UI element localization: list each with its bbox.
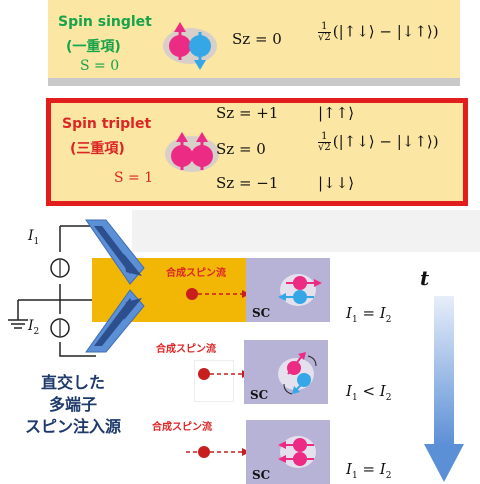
panel-1-spin-current-arrow (186, 288, 250, 300)
triplet-row-2-state-text: (|↑↓⟩ − |↓↑⟩) (332, 132, 439, 151)
panel-2-relation: I1 < I2 (346, 382, 392, 403)
singlet-state: 1√2(|↑↓⟩ − |↓↑⟩) (318, 22, 439, 43)
singlet-spin-pair-icon (163, 22, 217, 70)
panel-3-relation: I1 = I2 (346, 460, 392, 481)
panel-1-relation: I1 = I2 (346, 304, 392, 325)
triplet-frac-num: 1 (318, 132, 331, 143)
triplet-row-3-sz: Sz = −1 (216, 174, 279, 192)
panel-3-spin-current-arrow (186, 446, 250, 458)
injector-device (8, 225, 100, 357)
triplet-box (46, 98, 468, 206)
singlet-title: Spin singlet (58, 14, 152, 30)
current-I2-label: I2 (28, 318, 40, 337)
panel-2-label: 合成スピン流 (156, 344, 216, 355)
singlet-S-value: S = 0 (80, 58, 120, 74)
triplet-title: Spin triplet (62, 116, 152, 132)
triplet-S-value: S = 1 (114, 170, 154, 186)
triplet-row-2-state: 1√2(|↑↓⟩ − |↓↑⟩) (318, 132, 439, 153)
time-arrow-icon (424, 296, 464, 482)
triplet-frac-den: √2 (318, 142, 331, 153)
panel-2-pair-icon (278, 352, 317, 395)
time-label: t (420, 266, 430, 290)
triplet-kanji: (三重項) (70, 141, 125, 157)
panel-2-sc-label: SC (250, 388, 269, 402)
singlet-box (48, 0, 460, 86)
triplet-row-1-state: |↑↑⟩ (318, 104, 355, 122)
singlet-sz: Sz = 0 (232, 30, 282, 48)
singlet-frac-den: √2 (318, 32, 331, 43)
shadow-band (132, 210, 480, 252)
panel-1-sc-label: SC (252, 306, 271, 320)
singlet-frac-num: 1 (318, 22, 331, 33)
source-caption: 直交した 多端子 スピン注入源 (10, 372, 136, 438)
source-caption-line-2: 多端子 (48, 395, 97, 414)
singlet-state-text: (|↑↓⟩ − |↓↑⟩) (332, 22, 439, 41)
singlet-kanji: (一重項) (66, 39, 121, 55)
triplet-row-3-state: |↓↓⟩ (318, 174, 355, 192)
panel-1-pair-icon (278, 274, 322, 306)
panel-3-label: 合成スピン流 (152, 422, 212, 433)
source-caption-line-1: 直交した (40, 373, 105, 392)
panel-1-label: 合成スピン流 (166, 268, 226, 279)
current-I1-label: I1 (28, 228, 40, 247)
panel-2-channel-stub (194, 360, 234, 402)
panel-3-sc-label: SC (252, 468, 271, 482)
triplet-spin-pair-icon (165, 132, 219, 172)
triplet-row-1-sz: Sz = +1 (216, 104, 279, 122)
source-caption-line-3: スピン注入源 (24, 417, 121, 436)
triplet-row-2-sz: Sz = 0 (216, 140, 266, 158)
panel-3-pair-icon (278, 436, 316, 468)
blue-leads (85, 219, 145, 353)
